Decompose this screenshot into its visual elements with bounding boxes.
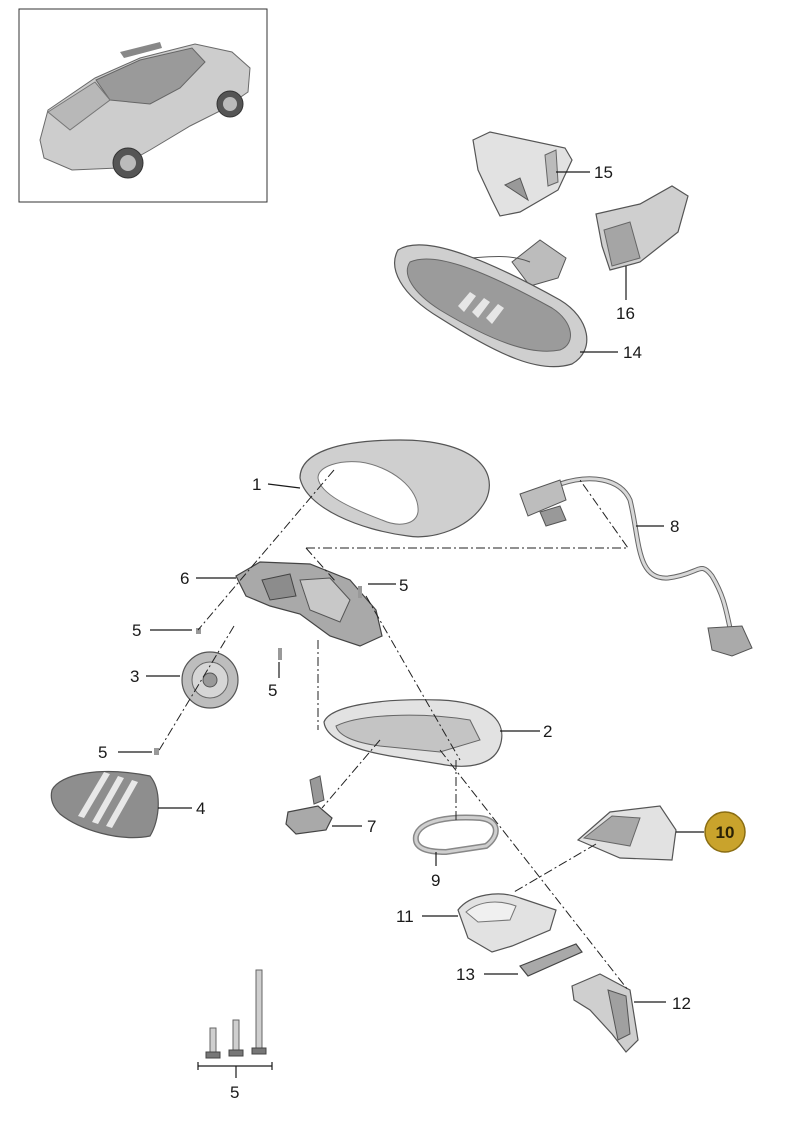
screw-small: [154, 586, 362, 755]
callout-5-b[interactable]: 5: [399, 576, 408, 595]
callout-13[interactable]: 13: [456, 965, 475, 984]
callout-6[interactable]: 6: [180, 569, 189, 588]
callout-2[interactable]: 2: [543, 722, 552, 741]
part-9-gasket[interactable]: [412, 814, 499, 856]
callout-4[interactable]: 4: [196, 799, 205, 818]
callout-11[interactable]: 11: [396, 907, 414, 926]
callout-labels: 1 2 3 4 5 5 5 5 5 6 7 8 9 10 11 12 13 14…: [98, 163, 746, 1102]
car-thumbnail-icon: [39, 42, 251, 179]
part-16-mirror-cover[interactable]: [595, 185, 689, 271]
callout-8[interactable]: 8: [670, 517, 679, 536]
part-4-mirror-glass[interactable]: [50, 771, 159, 839]
callout-14[interactable]: 14: [623, 343, 642, 362]
callout-9[interactable]: 9: [431, 871, 440, 890]
callout-5-c[interactable]: 5: [268, 681, 277, 700]
callout-12[interactable]: 12: [672, 994, 691, 1013]
part-14-interior-mirror[interactable]: [394, 239, 588, 368]
callout-10-circle: [704, 811, 746, 853]
part-10-cover[interactable]: [576, 805, 677, 861]
callout-5-e[interactable]: 5: [230, 1083, 239, 1102]
part-8-wiring-harness[interactable]: [519, 476, 753, 657]
callout-10: 10: [716, 823, 735, 842]
part-7-puddle-lamp[interactable]: [285, 775, 333, 835]
part-5-screw-set[interactable]: [205, 969, 267, 1059]
part-2-lower-housing[interactable]: [323, 699, 503, 767]
callout-1[interactable]: 1: [252, 475, 261, 494]
leader-lines: [118, 171, 704, 1078]
part-6-mirror-base[interactable]: [235, 561, 383, 647]
callout-5-d[interactable]: 5: [98, 743, 107, 762]
assembly-lines: [157, 469, 629, 991]
part-3-actuator[interactable]: [181, 651, 239, 709]
part-11-base-trim[interactable]: [457, 893, 557, 953]
part-13-trim-strip[interactable]: [519, 943, 583, 977]
callout-16[interactable]: 16: [616, 304, 635, 323]
callout-10-badge[interactable]: 10: [704, 811, 746, 853]
callout-3[interactable]: 3: [130, 667, 139, 686]
callout-15[interactable]: 15: [594, 163, 613, 182]
vehicle-thumbnail[interactable]: [18, 8, 268, 203]
part-15-mirror-cover[interactable]: [472, 131, 573, 217]
part-1-mirror-cap[interactable]: [299, 439, 490, 538]
callout-5-a[interactable]: 5: [132, 621, 141, 640]
part-12-mounting-bracket[interactable]: [571, 973, 639, 1053]
callout-7[interactable]: 7: [367, 817, 376, 836]
